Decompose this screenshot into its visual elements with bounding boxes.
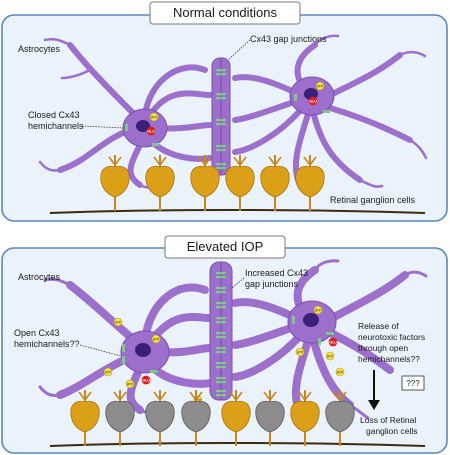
svg-text:ATP: ATP — [327, 354, 334, 358]
top-baseline — [49, 209, 426, 214]
bottom-loss-line2: ganglion cells — [366, 426, 418, 436]
svg-text:ATP: ATP — [297, 350, 304, 354]
bottom-gap-junction-column — [209, 261, 233, 401]
top-astro-left-nucleus — [136, 120, 150, 132]
bottom-astrocyte-processes — [56, 266, 409, 414]
top-glu-molecule-1: GLU — [146, 126, 156, 136]
bottom-gap-junctions-label-line1: Increased Cx43 — [245, 268, 308, 278]
svg-text:ATP: ATP — [127, 382, 134, 386]
bottom-release-line4: hemichannels?? — [358, 354, 420, 364]
bottom-gap-junctions-label-line2: gap junctions — [245, 279, 299, 289]
bottom-unknown-box-text: ??? — [406, 379, 420, 388]
top-hemichannels-label-line1: Closed Cx43 — [28, 110, 80, 120]
bottom-title-box — [164, 235, 286, 259]
top-gap-junction-column — [211, 57, 231, 176]
bottom-release-line3: through open — [358, 343, 408, 353]
bottom-open-hemichannels — [122, 316, 334, 373]
bottom-loss-line1: Loss of Retinal — [360, 415, 416, 425]
svg-text:ATP: ATP — [315, 308, 322, 312]
svg-text:ATP: ATP — [195, 398, 202, 402]
top-atp-molecule-2: ATP — [315, 81, 325, 91]
bottom-release-line1: Release of — [358, 321, 399, 331]
svg-text:GLU: GLU — [329, 340, 337, 344]
bottom-down-arrow — [368, 370, 380, 410]
svg-text:ATP: ATP — [151, 115, 158, 119]
bottom-astrocyte-right — [287, 300, 337, 344]
svg-text:GLU: GLU — [147, 129, 155, 133]
top-glu-molecule-2: GLU — [308, 96, 318, 106]
top-hemichannels-label-line2: hemichannels — [28, 121, 84, 131]
bottom-hemichannels-label-line2: hemichannels?? — [14, 339, 80, 349]
top-title-box — [149, 1, 301, 25]
svg-text:GLU: GLU — [142, 378, 150, 382]
svg-text:ATP: ATP — [153, 337, 160, 341]
top-atp-molecule-1: ATP — [149, 112, 159, 122]
svg-text:GLU: GLU — [309, 99, 317, 103]
top-closed-hemichannels — [125, 94, 330, 146]
top-title: Normal conditions — [173, 5, 278, 20]
top-panel: Normal conditions — [1, 1, 448, 222]
svg-text:ATP: ATP — [317, 84, 324, 88]
svg-text:ATP: ATP — [337, 370, 344, 374]
bottom-title: Elevated IOP — [187, 239, 264, 254]
top-rgc-label: Retinal ganglion cells — [330, 195, 416, 205]
bottom-hemichannels-pointer — [79, 344, 122, 357]
top-astrocytes-label: Astrocytes — [18, 44, 61, 54]
bottom-release-line2: neurotoxic factors — [358, 332, 425, 342]
svg-text:ATP: ATP — [115, 320, 122, 324]
bottom-astrocyte-left — [120, 330, 170, 374]
bottom-astrocytes-label: Astrocytes — [18, 272, 61, 282]
svg-text:ATP: ATP — [105, 370, 112, 374]
bottom-panel: Elevated IOP — [1, 235, 448, 454]
top-gap-junctions-label: Cx43 gap junctions — [250, 34, 327, 44]
bottom-hemichannels-label-line1: Open Cx43 — [14, 328, 60, 338]
top-gap-junctions-pointer — [227, 39, 251, 61]
bottom-astro-left-nucleus — [135, 343, 151, 357]
bottom-baseline — [49, 442, 426, 447]
top-astrocyte-left — [122, 108, 168, 148]
bottom-unknown-box — [401, 375, 425, 391]
bottom-astro-right-nucleus — [303, 313, 319, 327]
